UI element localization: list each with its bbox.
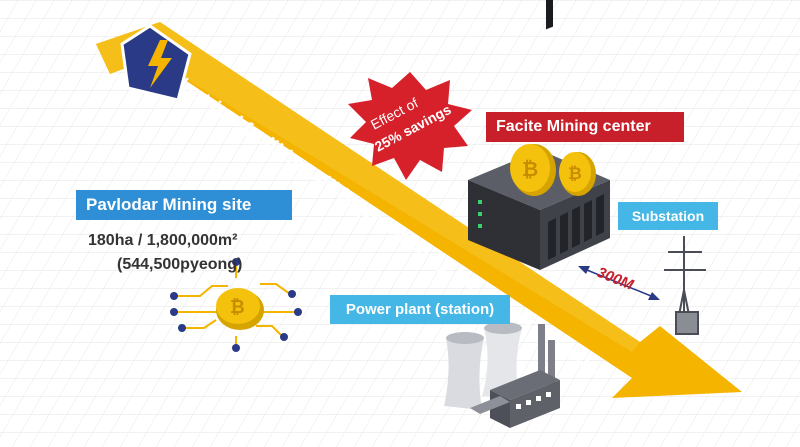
power-plant-label: Power plant (station) xyxy=(330,295,510,324)
site-area-line2: (544,500pyeong) xyxy=(117,256,243,273)
substation-label: Substation xyxy=(618,202,718,230)
transmission-tower-icon xyxy=(664,236,706,335)
circuit-chip-icon: ₿ xyxy=(170,258,302,352)
svg-text:₿: ₿ xyxy=(230,297,245,317)
svg-text:₿: ₿ xyxy=(522,159,538,181)
lightning-icon xyxy=(120,24,192,102)
bitcoin-coin-icon: ₿ xyxy=(510,144,556,196)
distance-indicator xyxy=(578,266,660,300)
bitcoin-coin-icon: ₿ xyxy=(559,152,596,196)
facite-label: Facite Mining center xyxy=(486,112,684,142)
site-area-line1: 180ha / 1,800,000m² xyxy=(88,232,238,249)
savings-burst xyxy=(348,72,472,180)
power-plant-icon xyxy=(444,322,560,428)
supply-arrow xyxy=(96,22,742,398)
svg-text:₿: ₿ xyxy=(568,164,582,183)
site-label: Pavlodar Mining site xyxy=(76,190,292,220)
